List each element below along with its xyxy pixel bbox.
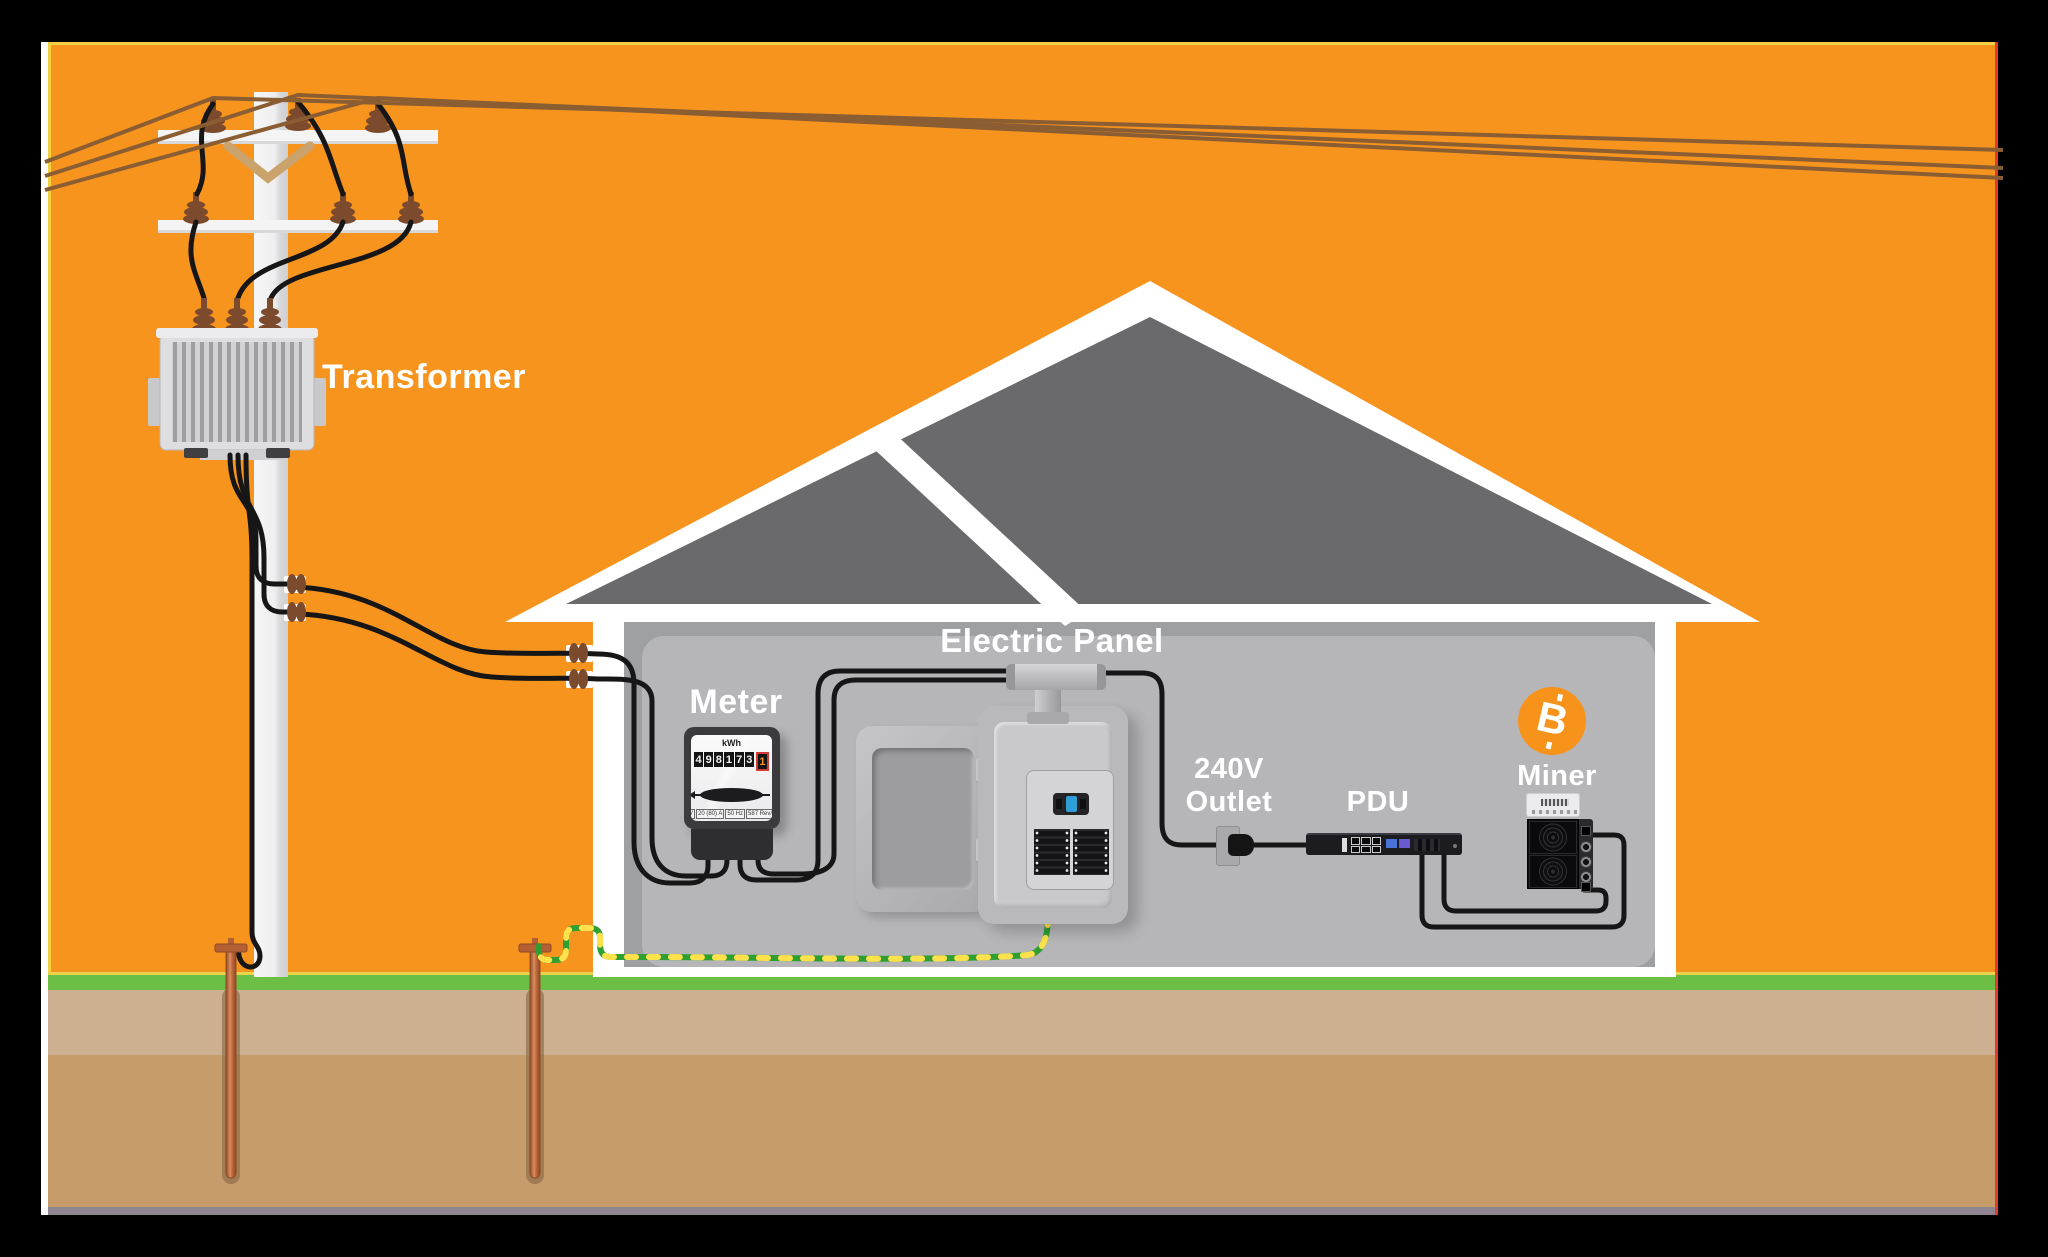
meter-frame: kWh 4 9 8 1 7 3 1 240V 20 (80) A (684, 727, 780, 829)
soil-layer-dark (48, 1055, 1995, 1207)
pdu-label-strip (1342, 838, 1347, 852)
main-breaker (1053, 793, 1089, 815)
house-interior (642, 636, 1655, 967)
meter-digit: 3 (744, 752, 754, 767)
pdu-outlet-ports (1414, 839, 1440, 851)
miner-round-connector (1580, 856, 1592, 868)
miner-fan-bottom (1529, 855, 1577, 888)
meter-reading: 4 9 8 1 7 3 1 (694, 752, 769, 771)
right-edge-strip (1994, 42, 1998, 1215)
house-right-wall (1655, 620, 1676, 977)
breaker-bank-right (1073, 829, 1109, 875)
electric-panel (978, 706, 1128, 924)
miner-body (1527, 819, 1579, 889)
meter-unit-label: kWh (722, 738, 741, 748)
meter-spec: 587 Rev/kWh (746, 809, 772, 819)
outlet-label-line2: Outlet (1185, 786, 1273, 818)
meter-digit: 9 (704, 752, 714, 767)
pdu-screw (1453, 844, 1457, 848)
panel-door (856, 726, 990, 912)
panel-door-inset (872, 748, 974, 890)
breaker-nub (1056, 799, 1062, 809)
miner-connector-strip (1579, 819, 1593, 892)
pdu-ethernet-ports (1351, 837, 1381, 853)
bitcoin-tick-bottom (1545, 741, 1553, 750)
bitcoin-b: B (1532, 692, 1573, 745)
meter-spec: 20 (80) A (695, 809, 725, 819)
miner-top-unit (1526, 793, 1580, 817)
meter-disc (691, 788, 770, 802)
soil-layer-light (48, 990, 1995, 1055)
grass (48, 975, 1995, 990)
pdu-unit (1306, 833, 1462, 855)
miner-fan-top (1529, 821, 1577, 854)
meter-spec: 50 Hz (725, 809, 746, 819)
meter-base (691, 829, 773, 860)
meter-digit: 4 (694, 752, 704, 767)
conduit-collar (1027, 712, 1069, 724)
meter-label: Meter (689, 683, 783, 721)
pdu-display (1386, 839, 1397, 848)
bitcoin-miner (1524, 793, 1596, 897)
outlet-label: 240V Outlet (1186, 753, 1273, 819)
meter-digit: 1 (724, 752, 734, 767)
electric-meter: kWh 4 9 8 1 7 3 1 240V 20 (80) A (684, 727, 780, 860)
breaker-bank-left (1034, 829, 1070, 875)
electric-panel-label: Electric Panel (940, 622, 1164, 659)
meter-spec: 240V (691, 809, 695, 819)
conduit-riser (1035, 688, 1061, 714)
power-plug (1228, 834, 1254, 856)
miner-label: Miner (1517, 760, 1597, 792)
miner-vent (1541, 799, 1569, 806)
transformer-label: Transformer (322, 358, 526, 396)
miner-power-connector (1581, 826, 1591, 836)
meter-specs: 240V 20 (80) A 50 Hz 587 Rev/kWh (691, 809, 772, 819)
meter-digit: 7 (734, 752, 744, 767)
outlet-label-line1: 240V (1194, 753, 1264, 785)
panel-inner-face (1026, 770, 1114, 890)
meter-digit-tenths: 1 (755, 752, 769, 771)
panel-face (994, 722, 1114, 908)
main-breaker-toggle (1066, 796, 1077, 812)
bedrock-strip (48, 1207, 1995, 1215)
conduit-tee (1006, 664, 1106, 690)
house-foundation (593, 965, 1676, 977)
pdu-label: PDU (1346, 786, 1410, 818)
miner-power-connector (1581, 882, 1591, 892)
miner-round-connector (1580, 841, 1592, 853)
meter-glass: kWh 4 9 8 1 7 3 1 240V 20 (80) A (691, 735, 772, 821)
miner-io-row (1532, 810, 1578, 814)
house-left-wall (593, 610, 624, 977)
bitcoin-logo: B (1518, 687, 1586, 755)
left-edge-strip (41, 42, 48, 1215)
pdu-display (1399, 839, 1410, 848)
meter-digit: 8 (714, 752, 724, 767)
breaker-nub (1080, 799, 1086, 809)
